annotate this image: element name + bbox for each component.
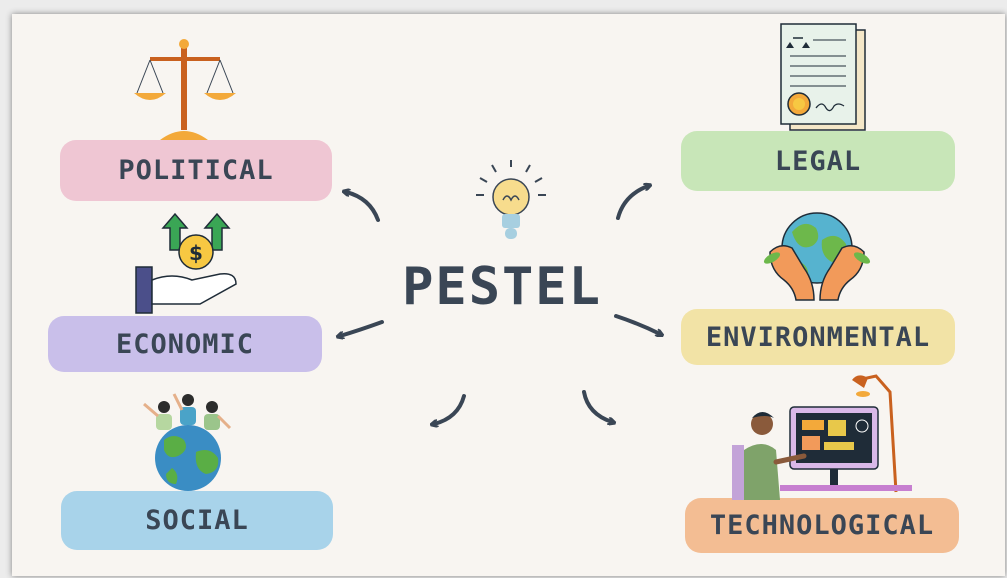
technological-label: TECHNOLOGICAL xyxy=(709,510,935,541)
scales-of-justice-icon xyxy=(134,39,236,140)
arrow-to-political xyxy=(346,192,380,222)
people-on-globe-icon xyxy=(143,393,232,491)
social-pill-bg xyxy=(61,491,333,550)
arrow-to-legal xyxy=(616,186,648,220)
political-pill-bg xyxy=(60,140,332,201)
hands-holding-globe-icon xyxy=(763,212,871,301)
pestel-title: PESTEL xyxy=(402,257,602,317)
environmental-label: ENVIRONMENTAL xyxy=(705,321,931,353)
environmental-pill-bg xyxy=(681,309,955,365)
economic-pill-bg xyxy=(48,316,322,372)
legal-label: LEGAL xyxy=(774,145,862,177)
arrow-to-social xyxy=(434,394,466,424)
lightbulb-icon xyxy=(476,160,546,239)
arrow-to-environmental xyxy=(614,314,660,334)
legal-pill-bg xyxy=(681,131,955,191)
political-label: POLITICAL xyxy=(118,155,274,186)
arrow-to-technological xyxy=(582,390,612,422)
social-label: SOCIAL xyxy=(145,505,249,536)
hand-money-growth-icon: $ xyxy=(135,212,237,314)
arrow-to-economic xyxy=(340,320,384,336)
economic-label: ECONOMIC xyxy=(115,328,255,360)
legal-document-icon xyxy=(780,23,866,131)
person-at-computer-icon xyxy=(732,374,912,500)
technological-pill-bg xyxy=(685,498,959,553)
svg-text:$: $ xyxy=(189,241,203,265)
